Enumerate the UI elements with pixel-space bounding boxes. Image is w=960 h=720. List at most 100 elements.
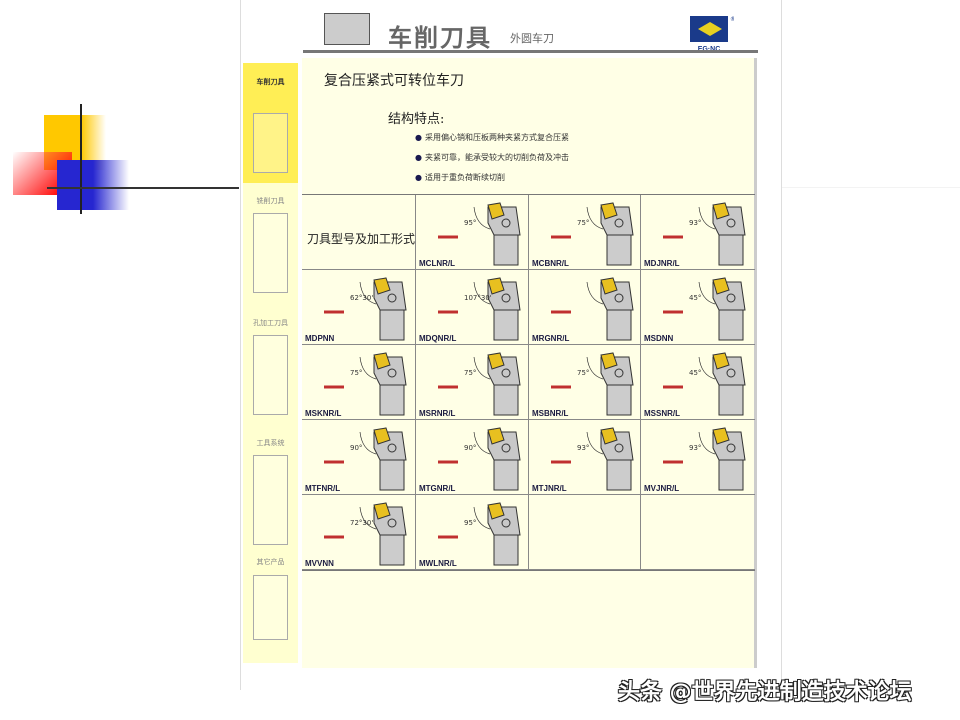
- insert: [712, 277, 730, 295]
- clamp-screw: [501, 443, 511, 453]
- tool-code: MSDNN: [644, 334, 674, 343]
- tool-diagram: [551, 277, 634, 341]
- sidebar-other-image: [253, 575, 288, 640]
- tool-diagram: [324, 427, 407, 491]
- tool-code: MDJNR/L: [644, 259, 680, 268]
- tool-shank: [379, 309, 405, 341]
- angle-label: 93°: [689, 219, 702, 227]
- angle-arc: [586, 431, 604, 455]
- tool-code: MWLNR/L: [419, 559, 457, 568]
- tool-shank: [606, 459, 632, 491]
- tool-diagram: [551, 202, 634, 266]
- tool-code: MTGNR/L: [419, 484, 456, 493]
- angle-arc: [359, 506, 377, 530]
- tool-diagram: [663, 427, 746, 491]
- sidebar-active-bg: [243, 63, 298, 183]
- clamp-screw: [726, 218, 736, 228]
- angle-arc: [359, 281, 377, 305]
- angle-label: 95°: [464, 519, 477, 527]
- feature-item: 夹紧可靠，能承受较大的切削负荷及冲击: [415, 152, 569, 163]
- svg-text:®: ®: [730, 16, 734, 23]
- tool-code: MTFNR/L: [305, 484, 341, 493]
- tool-shank: [493, 459, 519, 491]
- angle-label: 75°: [350, 369, 363, 377]
- angle-arc: [698, 206, 716, 230]
- tool-cell: 90° MTGNR/L: [416, 420, 529, 495]
- tool-cell: 62°30' MDPNN: [302, 270, 416, 345]
- insert: [487, 277, 505, 295]
- tool-code: MSBNR/L: [532, 409, 569, 418]
- tool-diagram: [438, 277, 521, 341]
- angle-label: 107°30': [464, 294, 492, 302]
- sidebar-milling-image: [253, 213, 288, 293]
- clamp-screw: [387, 293, 397, 303]
- sidebar-item-turning[interactable]: 车削刀具: [256, 78, 285, 86]
- sidebar: 车削刀具 铣削刀具 孔加工刀具 工具系统 其它产品: [243, 63, 298, 663]
- sidebar-item-toolsystem[interactable]: 工具系统: [256, 439, 285, 447]
- tool-diagram: [551, 427, 634, 491]
- header-title: 车削刀具: [388, 24, 492, 52]
- insert: [600, 427, 618, 445]
- sidebar-item-other[interactable]: 其它产品: [256, 558, 285, 566]
- tool-cell: 93° MTJNR/L: [529, 420, 641, 495]
- insert: [373, 427, 391, 445]
- sidebar-item-hole[interactable]: 孔加工刀具: [253, 319, 288, 327]
- clamp-screw: [726, 443, 736, 453]
- tool-shank: [379, 384, 405, 416]
- angle-arc: [359, 356, 377, 380]
- tool-cell: 107°30' MDQNR/L: [416, 270, 529, 345]
- insert: [487, 202, 505, 220]
- tool-cell: 90° MTFNR/L: [302, 420, 416, 495]
- header-divider: [303, 50, 758, 53]
- sidebar-item-milling[interactable]: 铣削刀具: [256, 197, 285, 205]
- tool-diagram: [324, 352, 407, 416]
- clamp-screw: [501, 293, 511, 303]
- angle-label: 62°30': [350, 294, 374, 302]
- tool-diagram: [551, 352, 634, 416]
- tool-diagram: [438, 202, 521, 266]
- angle-label: 45°: [689, 369, 702, 377]
- header-subtitle: 外圆车刀: [510, 32, 554, 45]
- angle-arc: [698, 431, 716, 455]
- tool-diagram: [438, 427, 521, 491]
- tool-cell: MRGNR/L: [529, 270, 641, 345]
- tool-shank: [493, 309, 519, 341]
- tool-diagram: [438, 502, 521, 566]
- feature-item: 采用偏心销和压板两种夹紧方式复合压紧: [415, 132, 569, 143]
- angle-label: 90°: [464, 444, 477, 452]
- insert: [600, 277, 618, 295]
- sidebar-turning-image: [253, 113, 288, 173]
- angle-label: 45°: [689, 294, 702, 302]
- tool-cell: 93° MDJNR/L: [641, 195, 755, 270]
- header-tool-image: [324, 13, 370, 45]
- clamp-screw: [387, 368, 397, 378]
- tool-diagram: [438, 352, 521, 416]
- clamp-screw: [387, 518, 397, 528]
- features-title: 结构特点:: [388, 112, 445, 127]
- tool-shank: [493, 384, 519, 416]
- watermark: 头条 @世界先进制造技术论坛: [618, 680, 912, 705]
- insert: [712, 202, 730, 220]
- angle-label: 93°: [689, 444, 702, 452]
- tool-cell: 72°30' MVVNN: [302, 495, 416, 570]
- angle-arc: [473, 356, 491, 380]
- decoration-line: [780, 187, 960, 188]
- clamp-screw: [501, 368, 511, 378]
- decoration-blue-square: [57, 160, 129, 210]
- tool-diagram: [663, 277, 746, 341]
- grid-header-label: 刀具型号及加工形式: [307, 232, 416, 246]
- angle-arc: [473, 206, 491, 230]
- tool-code: MSKNR/L: [305, 409, 342, 418]
- angle-arc: [586, 281, 604, 305]
- insert: [373, 352, 391, 370]
- tool-code: MCLNR/L: [419, 259, 455, 268]
- sidebar-hole-image: [253, 335, 288, 415]
- insert: [487, 502, 505, 520]
- tool-diagram: [324, 277, 407, 341]
- angle-arc: [473, 431, 491, 455]
- grid-header-cell: 刀具型号及加工形式: [302, 195, 416, 270]
- tool-shank: [493, 234, 519, 266]
- tool-diagram: [324, 502, 407, 566]
- clamp-screw: [387, 443, 397, 453]
- angle-arc: [473, 281, 491, 305]
